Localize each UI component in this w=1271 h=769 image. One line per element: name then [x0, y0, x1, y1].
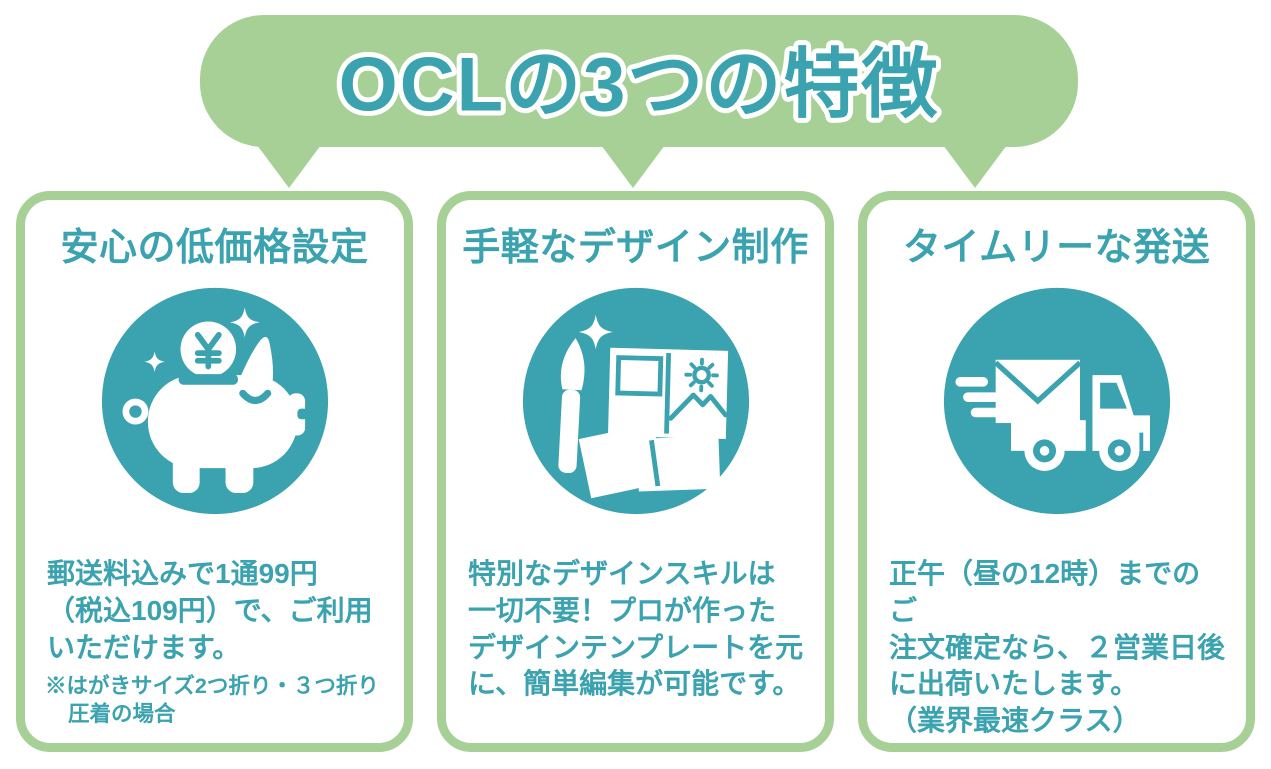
bubble-pointer-triangle	[943, 145, 1007, 188]
feature-card-timely-shipping: タイムリーな発送 正午（昼の12時）までのご 注文確定なら、２営業日後	[858, 191, 1255, 752]
bubble-pointer-triangle	[257, 145, 321, 188]
page-title: OCLの3つの特徴	[339, 43, 940, 128]
header-title-svg: OCLの3つの特徴	[334, 38, 943, 133]
feature-card-easy-design: 手軽なデザイン制作	[437, 191, 834, 752]
card-icon-wrap	[446, 286, 825, 516]
card-title: タイムリーな発送	[902, 227, 1211, 269]
header-bubble: OCLの3つの特徴	[200, 15, 1078, 147]
card-note: ※はがきサイズ2つ折り・３つ折り 圧着の場合	[45, 674, 379, 727]
design-template-brush-icon	[522, 287, 749, 514]
feature-card-low-price: 安心の低価格設定 郵送料込	[16, 191, 413, 752]
card-body: 正午（昼の12時）までのご 注文確定なら、２営業日後 に出荷いたします。 （業界…	[889, 557, 1226, 737]
card-title: 手軽なデザイン制作	[462, 227, 809, 269]
piggy-bank-yen-icon	[101, 287, 328, 514]
card-body: 特別なデザインスキルは 一切不要！プロが作った デザインテンプレートを元 に、簡…	[468, 557, 804, 700]
mail-delivery-truck-icon	[943, 287, 1170, 514]
card-icon-wrap	[867, 286, 1246, 516]
card-title: 安心の低価格設定	[60, 227, 369, 269]
card-body: 郵送料込みで1通99円 （税込109円）で、ご利用 いただけます。	[47, 557, 373, 663]
bubble-pointer-triangle	[601, 145, 665, 188]
card-icon-wrap	[25, 286, 404, 516]
